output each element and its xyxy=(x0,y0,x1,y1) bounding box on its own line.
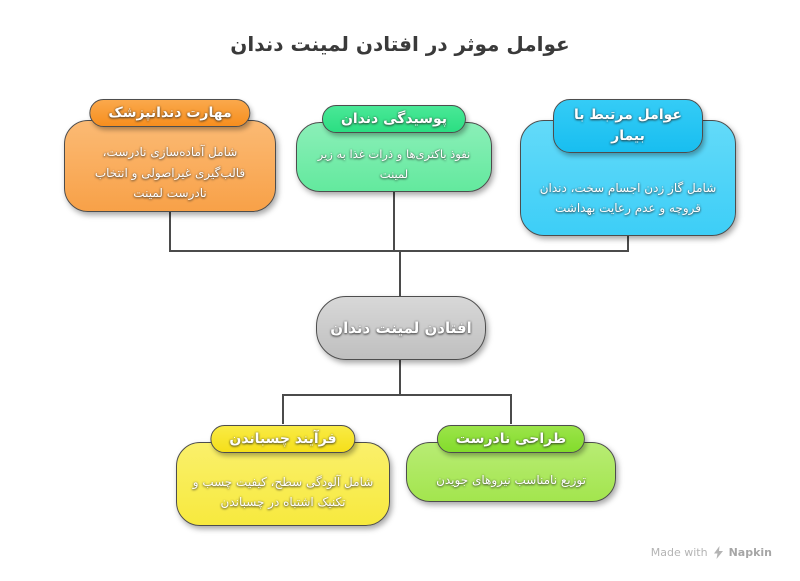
node-tooth-decay-body: نفوذ باکتری‌ها و ذرات غذا به زیر لمینت xyxy=(317,147,471,181)
node-tooth-decay: پوسیدگی دندان نفوذ باکتری‌ها و ذرات غذا … xyxy=(296,105,492,192)
node-bonding-process-header: فرآیند چسباندن xyxy=(210,425,356,453)
connector-to-center-top xyxy=(399,250,401,296)
node-bonding-process-body: شامل آلودگی سطح، کیفیت چسب و تکنیک اشتبا… xyxy=(192,474,374,509)
node-incorrect-design: طراحی نادرست توزیع نامناسب نیروهای جویدن xyxy=(406,425,616,502)
node-dentist-skill: مهارت دندانپزشک شامل آماده‌سازی نادرست، … xyxy=(64,99,276,212)
connector-dentist-skill-down xyxy=(169,212,171,252)
node-patient-factors-body: شامل گاز زدن اجسام سخت، دندان قروچه و عد… xyxy=(539,180,717,215)
connector-tooth-decay-down xyxy=(393,192,395,252)
node-incorrect-design-header: طراحی نادرست xyxy=(436,425,586,453)
connector-from-center-bottom xyxy=(399,360,401,396)
node-patient-factors-header: عوامل مرتبط با بیمار xyxy=(553,99,703,153)
connector-patient-factors-down xyxy=(627,236,629,252)
node-center-label: افتادن لمینت دندان xyxy=(330,319,472,337)
napkin-watermark[interactable]: Made with Napkin xyxy=(651,546,772,559)
node-bonding-process: فرآیند چسباندن شامل آلودگی سطح، کیفیت چس… xyxy=(176,425,390,526)
node-center-laminate-falling: افتادن لمینت دندان xyxy=(316,296,486,360)
watermark-brand: Napkin xyxy=(728,546,772,559)
connector-incorrect-design-up xyxy=(510,394,512,424)
connector-bottom-horizontal xyxy=(282,394,512,396)
node-dentist-skill-header: مهارت دندانپزشک xyxy=(89,99,251,127)
watermark-prefix: Made with xyxy=(650,546,708,559)
node-patient-factors: عوامل مرتبط با بیمار شامل گاز زدن اجسام … xyxy=(520,99,736,236)
napkin-logo-icon xyxy=(713,546,723,559)
node-tooth-decay-header: پوسیدگی دندان xyxy=(321,105,467,133)
connector-bonding-process-up xyxy=(282,394,284,424)
diagram-title: عوامل موثر در افتادن لمینت دندان xyxy=(230,32,570,56)
node-incorrect-design-body: توزیع نامناسب نیروهای جویدن xyxy=(436,472,586,487)
node-dentist-skill-body: شامل آماده‌سازی نادرست، قالب‌گیری غیراصو… xyxy=(94,145,246,201)
